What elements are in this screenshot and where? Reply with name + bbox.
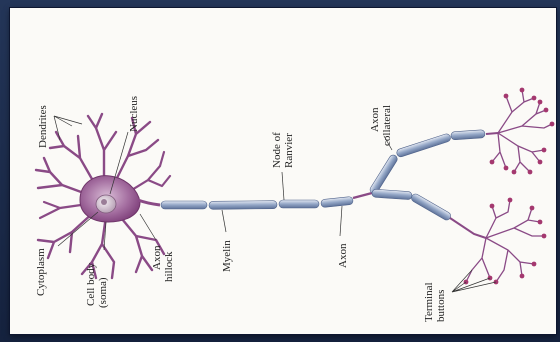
nucleolus	[101, 199, 107, 205]
cell-body	[80, 176, 140, 222]
label-cytoplasm: Cytoplasm	[35, 248, 47, 296]
label-collateral-2: collateral	[381, 105, 393, 146]
label-myelin: Myelin	[221, 240, 233, 272]
label-cell-body: Cell body	[85, 262, 97, 306]
upper-terminal-arbor	[492, 90, 552, 172]
label-soma: (soma)	[97, 277, 109, 308]
label-axon-hillock-2: hillock	[163, 251, 175, 282]
label-axon-hillock-1: Axon	[151, 245, 163, 270]
lower-terminal-arbor	[466, 200, 544, 282]
label-axon: Axon	[337, 243, 349, 268]
axon-lower-branch	[372, 189, 486, 238]
label-collateral-1: Axon	[369, 107, 381, 132]
axon-main	[138, 193, 372, 209]
lower-terminal-buttons	[464, 198, 547, 285]
label-node-2: Ranvier	[283, 133, 295, 168]
label-dendrites: Dendrites	[37, 105, 49, 148]
label-nucleus: Nucleus	[128, 96, 140, 132]
label-node-1: Node of	[271, 132, 283, 168]
label-terminal-2: buttons	[435, 290, 447, 322]
label-terminal-1: Terminal	[423, 282, 435, 322]
myelin-sheath	[161, 196, 353, 209]
